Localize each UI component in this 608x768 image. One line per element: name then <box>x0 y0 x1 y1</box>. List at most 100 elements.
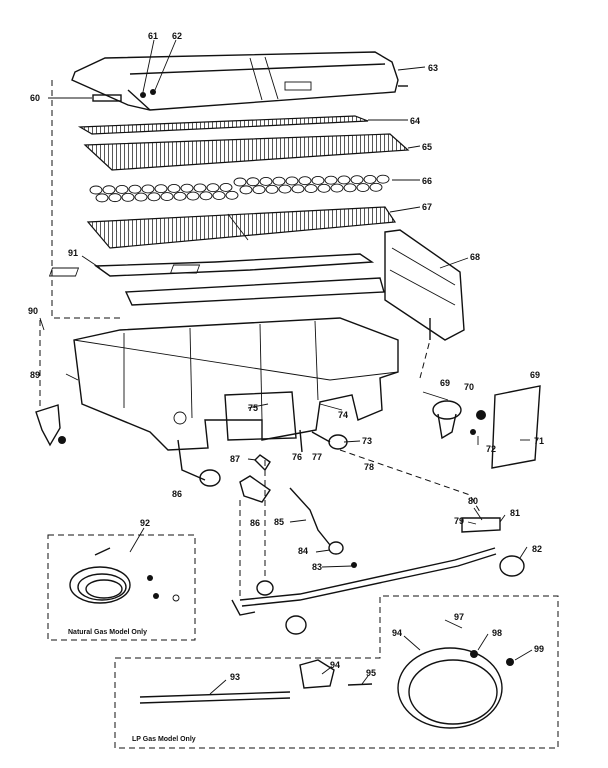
briquette <box>121 192 135 202</box>
callout-69-right: 69 <box>440 378 450 388</box>
briquette <box>343 183 357 193</box>
callout-81: 81 <box>510 508 520 518</box>
side-bracket-left <box>35 404 66 447</box>
callout-labels: 60 61 62 63 64 65 66 67 68 69 69 70 71 7… <box>28 31 544 682</box>
briquette <box>246 177 260 187</box>
callout-68: 68 <box>470 252 480 262</box>
briquette <box>311 175 325 185</box>
callout-99: 99 <box>534 644 544 654</box>
callout-80: 80 <box>468 496 478 506</box>
briquette <box>272 176 286 186</box>
briquette <box>180 183 194 193</box>
grill-lid <box>71 51 408 111</box>
briquette <box>134 192 148 202</box>
natural-gas-caption: Natural Gas Model Only <box>68 629 147 636</box>
callout-78: 78 <box>364 462 374 472</box>
callout-94-lp-regulator: 94 <box>330 660 340 670</box>
briquette <box>219 182 233 192</box>
briquette <box>147 192 161 202</box>
briquette <box>160 192 174 202</box>
callout-93: 93 <box>230 672 240 682</box>
callout-64: 64 <box>410 116 420 126</box>
callout-82: 82 <box>532 544 542 554</box>
warming-rack <box>77 115 369 135</box>
briquette <box>108 193 122 203</box>
briquette <box>154 184 168 194</box>
briquette <box>141 184 155 194</box>
callout-87: 87 <box>230 454 240 464</box>
briquette <box>128 184 142 194</box>
callout-60: 60 <box>30 93 40 103</box>
briquette <box>265 184 279 194</box>
briquette <box>278 184 292 194</box>
callout-65: 65 <box>422 142 432 152</box>
briquette <box>330 183 344 193</box>
callout-71: 71 <box>534 436 544 446</box>
ignitor-bracket <box>422 385 541 469</box>
cooking-grid <box>83 133 410 171</box>
callout-79: 79 <box>454 516 464 526</box>
callout-90: 90 <box>28 306 38 316</box>
callout-74: 74 <box>338 410 348 420</box>
briquette <box>356 183 370 192</box>
callout-69-far-right: 69 <box>530 370 540 380</box>
briquette <box>199 191 213 201</box>
callout-63: 63 <box>428 63 438 73</box>
briquette <box>115 185 129 194</box>
callout-77: 77 <box>312 452 322 462</box>
briquette <box>193 183 207 193</box>
lp-gas-caption: LP Gas Model Only <box>132 736 196 743</box>
callout-97: 97 <box>454 612 464 622</box>
briquette <box>324 175 338 185</box>
callout-66: 66 <box>422 176 432 186</box>
briquette <box>173 191 187 201</box>
briquette <box>212 191 226 200</box>
briquette <box>206 183 220 193</box>
callout-75: 75 <box>248 403 258 413</box>
callout-94-lp-ring: 94 <box>392 628 402 638</box>
briquette <box>89 185 103 195</box>
lp-gas-inset <box>114 595 559 749</box>
callout-61: 61 <box>148 31 158 41</box>
briquette <box>363 174 377 184</box>
briquette <box>233 177 247 187</box>
callout-76: 76 <box>292 452 302 462</box>
briquette <box>304 184 318 194</box>
callout-89: 89 <box>30 370 40 380</box>
callout-91: 91 <box>68 248 78 258</box>
heat-shield <box>384 229 465 341</box>
callout-84: 84 <box>298 546 308 556</box>
briquette <box>291 184 305 194</box>
natural-gas-inset <box>47 534 196 641</box>
callout-95: 95 <box>366 668 376 678</box>
briquette <box>252 185 266 195</box>
callout-72: 72 <box>486 444 496 454</box>
briquette <box>285 176 299 186</box>
briquette <box>225 190 239 200</box>
briquette <box>350 175 364 185</box>
inset-captions: Natural Gas Model Only LP Gas Model Only <box>68 629 196 743</box>
callout-67: 67 <box>422 202 432 212</box>
callout-73: 73 <box>362 436 372 446</box>
briquette <box>102 185 116 195</box>
callout-86-center: 86 <box>250 518 260 528</box>
briquette <box>317 183 331 193</box>
briquette <box>186 191 200 201</box>
briquette <box>298 176 312 186</box>
briquette <box>337 175 351 185</box>
briquette <box>167 183 181 193</box>
briquette <box>259 177 273 186</box>
lid-handle-parts <box>92 89 156 102</box>
firebox-housing <box>73 317 399 451</box>
callout-70: 70 <box>464 382 474 392</box>
callout-leaders <box>39 39 533 695</box>
briquette <box>239 185 253 195</box>
callout-85: 85 <box>274 517 284 527</box>
assembly-leader-lines <box>39 80 481 600</box>
callout-92: 92 <box>140 518 150 528</box>
lava-rock-briquettes <box>89 174 390 203</box>
briquette <box>95 193 109 203</box>
burner-assembly <box>48 253 385 306</box>
